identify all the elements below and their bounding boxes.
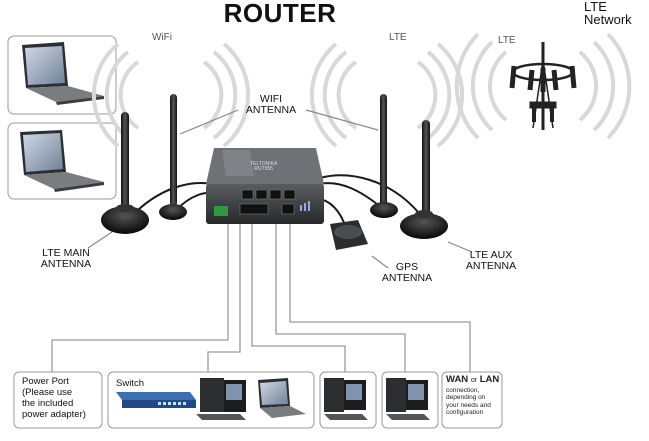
power-port-line1: Power Port (22, 376, 69, 387)
laptop-bottom (8, 123, 116, 199)
laptop-top (8, 36, 116, 114)
router-model: RUT955 (254, 166, 273, 172)
lte-aux-line2: ANTENNA (466, 260, 516, 272)
lte-router-wave-label: LTE (389, 33, 407, 44)
wan-lan-line1: connection, (446, 387, 479, 394)
wan-lan-text: WAN or LAN connection, depending on your… (446, 375, 500, 417)
lte-main-line2: ANTENNA (41, 258, 91, 270)
wifi-antenna-left (159, 94, 187, 220)
wan-label: WAN (446, 374, 468, 385)
connection-wires (52, 222, 470, 372)
lan-label: LAN (480, 374, 500, 385)
lte-aux-antenna (400, 120, 448, 239)
power-port-line4: power adapter) (22, 409, 86, 420)
power-port-line3: the included (22, 398, 73, 409)
switch-label: Switch (116, 378, 144, 389)
wifi-antenna-line2: ANTENNA (246, 104, 296, 116)
router-brand-label: TELTONIKA RUT955 (250, 162, 277, 173)
lte-network-label: LTE Network (584, 0, 632, 26)
lte-main-callout (88, 232, 112, 248)
wifi-antenna-label: WIFI ANTENNA (228, 94, 314, 116)
wan-lan-line4: configuration (446, 409, 483, 416)
wan-lan-line3: your needs and (446, 402, 491, 409)
wifi-wave-label: WiFi (152, 33, 172, 44)
power-port-text: Power Port (Please use the included powe… (22, 377, 100, 421)
gps-line2: ANTENNA (382, 272, 432, 284)
power-port-line2: (Please use (22, 387, 72, 398)
gps-antenna (330, 220, 368, 250)
network-switch-icon (116, 392, 196, 408)
lte-tower-wave-label: LTE (498, 36, 516, 47)
router-device (206, 148, 324, 224)
gps-antenna-label: GPS ANTENNA (380, 262, 434, 284)
wifi-antenna-right (370, 94, 398, 218)
lte-aux-antenna-label: LTE AUX ANTENNA (460, 250, 522, 272)
page-title: ROUTER (210, 0, 350, 27)
lte-network-line2: Network (584, 12, 632, 27)
wan-lan-line2: depending on (446, 394, 485, 401)
or-label: or (471, 377, 477, 384)
wan-lan-title: WAN or LAN (446, 375, 500, 386)
lte-main-antenna-label: LTE MAIN ANTENNA (38, 248, 94, 270)
lte-tower-icon (512, 42, 574, 130)
